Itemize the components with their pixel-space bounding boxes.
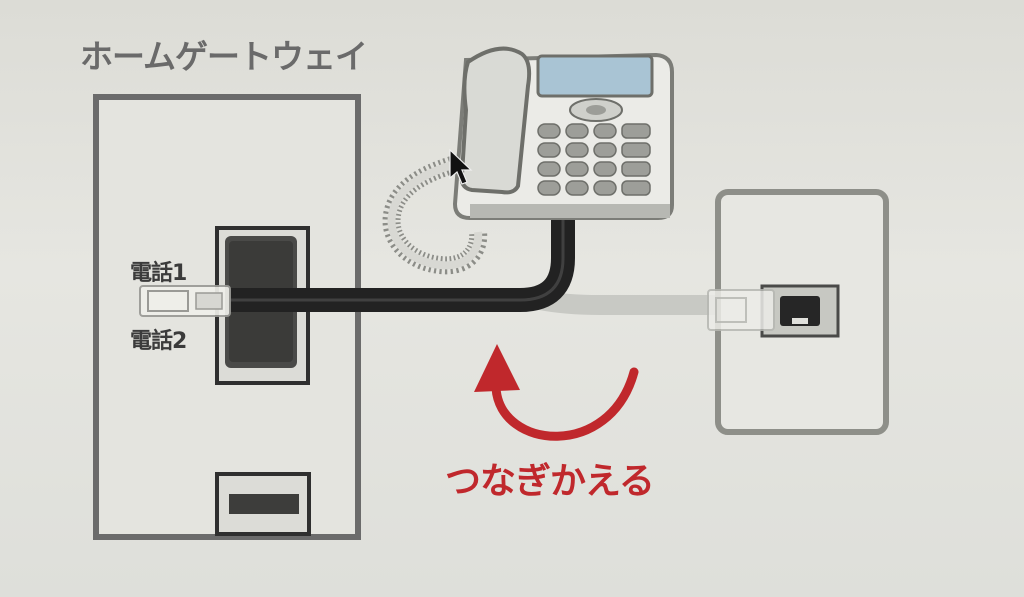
port2-label: 電話2: [130, 329, 187, 354]
curved-arrow-icon: [474, 344, 639, 441]
telephone-icon: [452, 46, 674, 220]
old-cable: [538, 290, 720, 315]
gateway-title: ホームゲートウェイ: [80, 37, 368, 76]
wall-jack-icon: [780, 296, 820, 326]
wall-jack: [707, 189, 889, 435]
handset-coil-cord: [382, 156, 488, 275]
home-gateway: [93, 94, 361, 540]
reconnect-label: つなぎかえる: [445, 461, 655, 502]
phone-plug: [139, 285, 231, 317]
mouse-cursor-icon: [449, 148, 473, 185]
port1-label: 電話1: [130, 261, 187, 286]
